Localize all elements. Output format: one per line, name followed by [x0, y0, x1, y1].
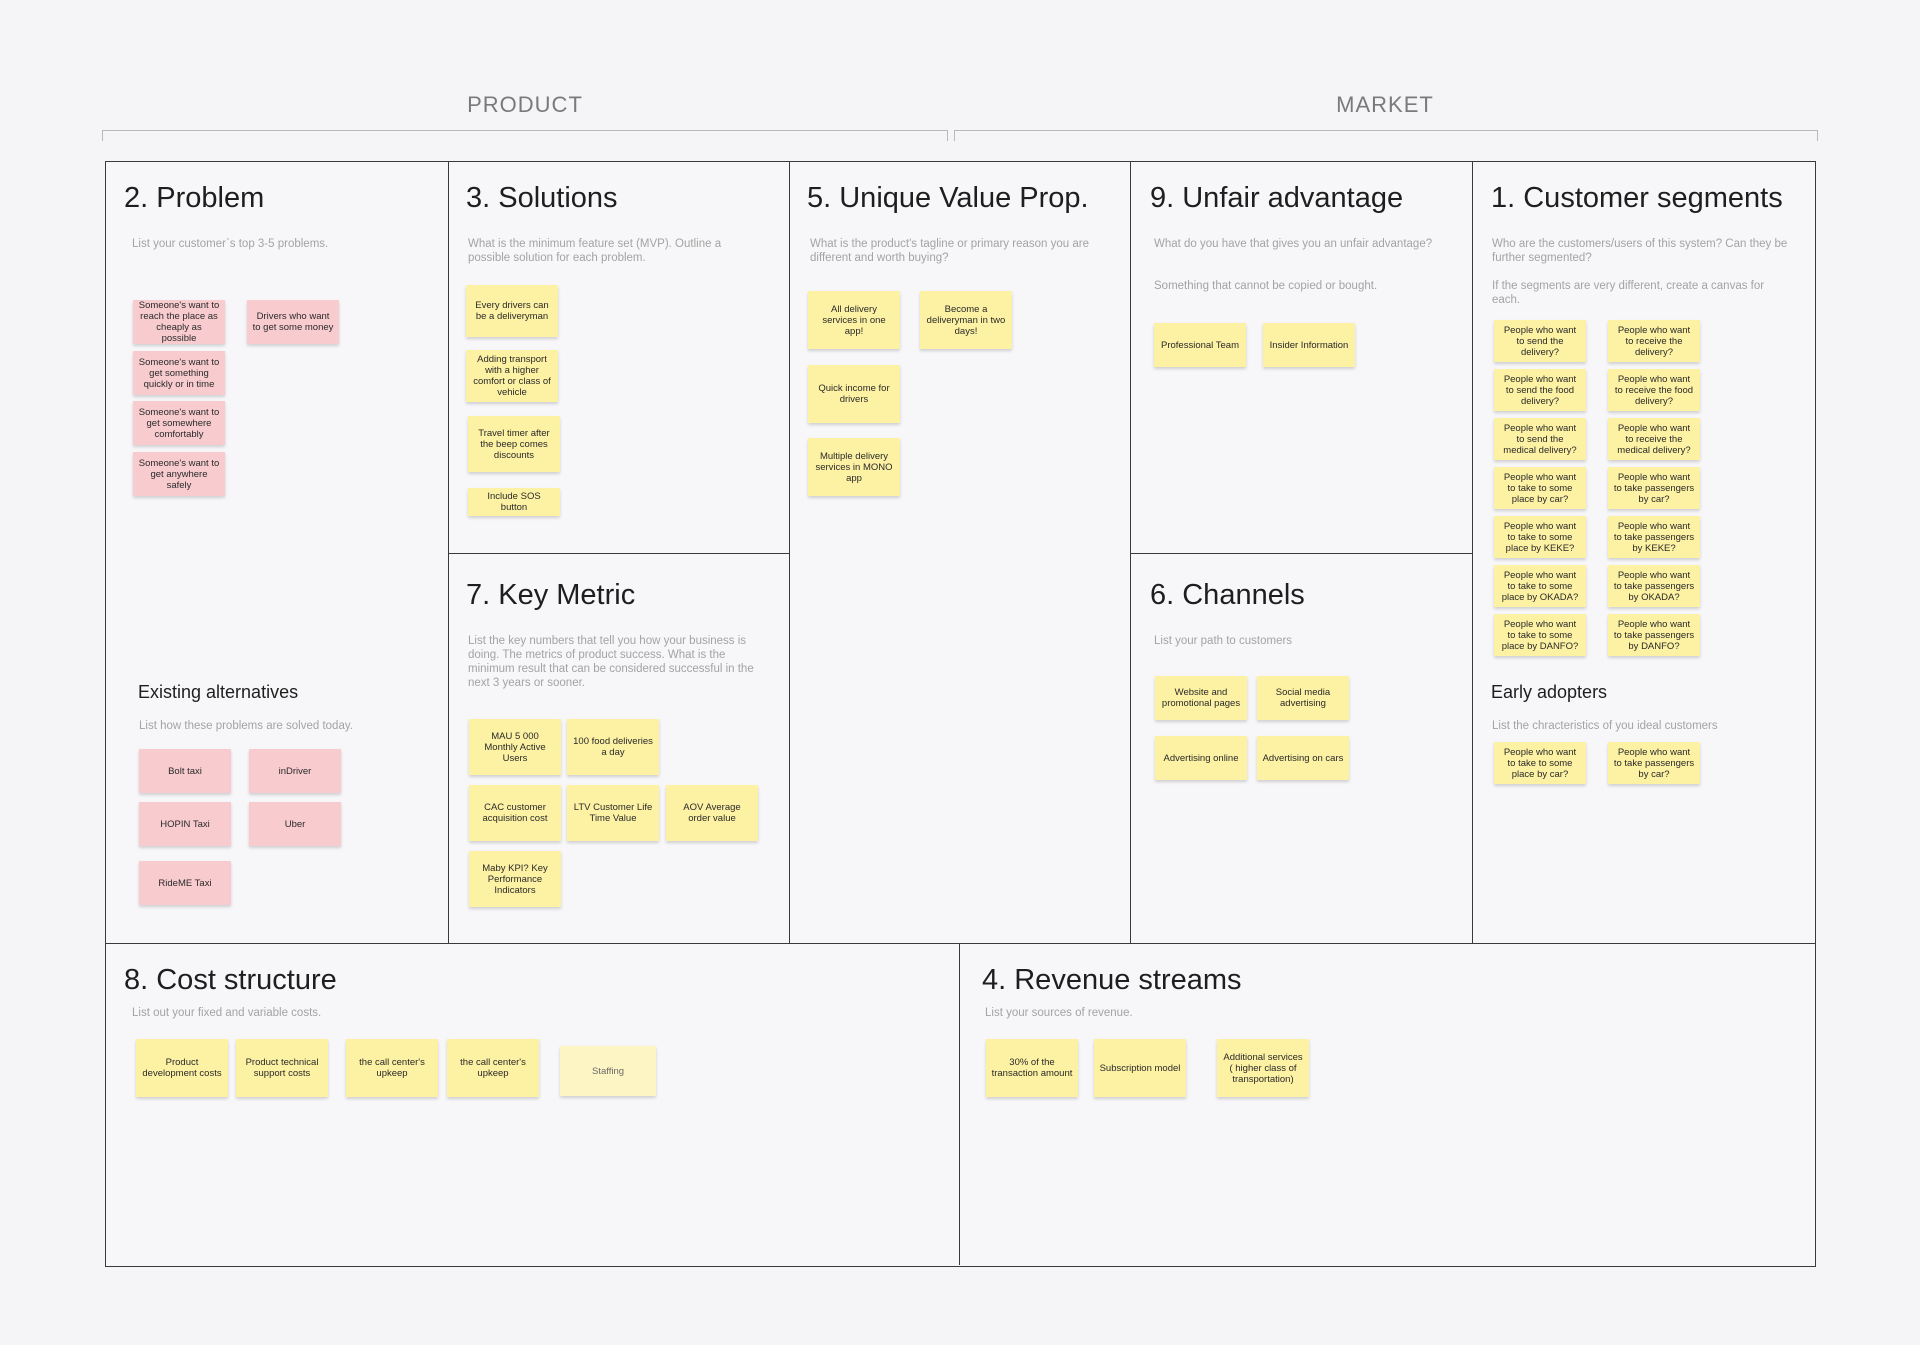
sticky-note[interactable]: Someone's want to get anywhere safely: [133, 452, 225, 496]
sticky-note[interactable]: People who want to receive the medical d…: [1608, 418, 1700, 460]
sticky-note[interactable]: Bolt taxi: [139, 749, 231, 793]
sticky-note[interactable]: Drivers who want to get some money: [247, 300, 339, 344]
key-metric-title: 7. Key Metric: [466, 579, 636, 611]
sticky-note[interactable]: Product technical support costs: [236, 1039, 328, 1097]
sticky-note[interactable]: People who want to take passengers by OK…: [1608, 565, 1700, 607]
sticky-note[interactable]: the call center's upkeep: [346, 1039, 438, 1097]
unfair-advantage-title: 9. Unfair advantage: [1150, 182, 1404, 214]
sticky-note[interactable]: People who want to send the delivery?: [1494, 320, 1586, 362]
unfair-advantage-description: What do you have that gives you an unfai…: [1154, 238, 1433, 250]
divider: [1130, 161, 1131, 944]
sticky-note[interactable]: Staffing: [560, 1046, 656, 1096]
divider: [105, 943, 1816, 944]
divider: [448, 161, 449, 944]
sticky-note[interactable]: Uber: [249, 802, 341, 846]
sticky-note[interactable]: Multiple delivery services in MONO app: [808, 438, 900, 496]
sticky-note[interactable]: Adding transport with a higher comfort o…: [466, 350, 558, 402]
sticky-note[interactable]: People who want to take passengers by KE…: [1608, 516, 1700, 558]
revenue-streams-title: 4. Revenue streams: [982, 964, 1242, 996]
problem-title: 2. Problem: [124, 182, 265, 214]
market-bracket: [954, 130, 1818, 141]
product-bracket: [102, 130, 948, 141]
sticky-note[interactable]: CAC customer acquisition cost: [469, 785, 561, 841]
sticky-note[interactable]: Advertising on cars: [1257, 736, 1349, 780]
sticky-note[interactable]: People who want to take to some place by…: [1494, 614, 1586, 656]
sticky-note[interactable]: Social media advertising: [1257, 676, 1349, 720]
early-adopters-title: Early adopters: [1491, 682, 1608, 702]
divider: [448, 553, 790, 554]
sticky-note[interactable]: Become a deliveryman in two days!: [920, 291, 1012, 349]
alternatives-title: Existing alternatives: [138, 682, 299, 702]
product-header: PRODUCT: [467, 92, 583, 117]
divider: [1472, 161, 1473, 944]
uvp-title: 5. Unique Value Prop.: [807, 182, 1089, 214]
cost-structure-title: 8. Cost structure: [124, 964, 337, 996]
sticky-note[interactable]: Someone's want to get somewhere comforta…: [133, 401, 225, 445]
sticky-note[interactable]: Travel timer after the beep comes discou…: [468, 416, 560, 472]
problem-description: List your customer`s top 3-5 problems.: [132, 238, 329, 250]
sticky-note[interactable]: People who want to take passengers by ca…: [1608, 742, 1700, 784]
sticky-note[interactable]: inDriver: [249, 749, 341, 793]
revenue-streams-description: List your sources of revenue.: [985, 1007, 1133, 1019]
sticky-note[interactable]: All delivery services in one app!: [808, 291, 900, 349]
sticky-note[interactable]: AOV Average order value: [666, 785, 758, 841]
sticky-note[interactable]: People who want to take to some place by…: [1494, 516, 1586, 558]
divider: [789, 161, 790, 944]
sticky-note[interactable]: Advertising online: [1155, 736, 1247, 780]
sticky-note[interactable]: Maby KPI? Key Performance Indicators: [469, 851, 561, 907]
sticky-note[interactable]: People who want to take passengers by ca…: [1608, 467, 1700, 509]
sticky-note[interactable]: People who want to send the medical deli…: [1494, 418, 1586, 460]
alternatives-description: List how these problems are solved today…: [139, 720, 353, 732]
sticky-note[interactable]: People who want to take to some place by…: [1494, 467, 1586, 509]
unfair-advantage-description-2: Something that cannot be copied or bough…: [1154, 280, 1378, 292]
sticky-note[interactable]: the call center's upkeep: [447, 1039, 539, 1097]
sticky-note[interactable]: Insider Information: [1263, 323, 1355, 367]
sticky-note[interactable]: People who want to receive the food deli…: [1608, 369, 1700, 411]
sticky-note[interactable]: People who want to send the food deliver…: [1494, 369, 1586, 411]
sticky-note[interactable]: MAU 5 000 Monthly Active Users: [469, 719, 561, 775]
sticky-note[interactable]: People who want to take passengers by DA…: [1608, 614, 1700, 656]
sticky-note[interactable]: Additional services ( higher class of tr…: [1217, 1039, 1309, 1097]
sticky-note[interactable]: HOPIN Taxi: [139, 802, 231, 846]
solutions-description: What is the minimum feature set (MVP). O…: [468, 238, 722, 264]
customer-segments-description-2: If the segments are very different, crea…: [1492, 280, 1765, 306]
sticky-note[interactable]: Include SOS button: [468, 488, 560, 516]
sticky-note[interactable]: Website and promotional pages: [1155, 676, 1247, 720]
divider: [1130, 553, 1472, 554]
sticky-note[interactable]: People who want to take to some place by…: [1494, 565, 1586, 607]
sticky-note[interactable]: Subscription model: [1094, 1039, 1186, 1097]
sticky-note[interactable]: RideME Taxi: [139, 861, 231, 905]
customer-segments-description: Who are the customers/users of this syst…: [1492, 238, 1788, 264]
solutions-title: 3. Solutions: [466, 182, 618, 214]
cost-structure-description: List out your fixed and variable costs.: [132, 1007, 322, 1019]
uvp-description: What is the product's tagline or primary…: [810, 238, 1089, 264]
channels-description: List your path to customers: [1154, 635, 1293, 647]
sticky-note[interactable]: People who want to receive the delivery?: [1608, 320, 1700, 362]
sticky-note[interactable]: Professional Team: [1154, 323, 1246, 367]
sticky-note[interactable]: Quick income for drivers: [808, 365, 900, 423]
sticky-note[interactable]: 30% of the transaction amount: [986, 1039, 1078, 1097]
sticky-note[interactable]: Product development costs: [136, 1039, 228, 1097]
sticky-note[interactable]: Someone's want to reach the place as che…: [133, 300, 225, 344]
market-header: MARKET: [1336, 92, 1434, 117]
sticky-note[interactable]: People who want to take to some place by…: [1494, 742, 1586, 784]
key-metric-description: List the key numbers that tell you how y…: [468, 635, 754, 689]
channels-title: 6. Channels: [1150, 579, 1305, 611]
sticky-note[interactable]: 100 food deliveries a day: [567, 719, 659, 775]
customer-segments-title: 1. Customer segments: [1491, 182, 1783, 214]
sticky-note[interactable]: Someone's want to get something quickly …: [133, 351, 225, 395]
early-adopters-description: List the chracteristics of you ideal cus…: [1492, 720, 1718, 732]
sticky-note[interactable]: Every drivers can be a deliveryman: [466, 285, 558, 337]
divider: [959, 944, 960, 1265]
sticky-note[interactable]: LTV Customer Life Time Value: [567, 785, 659, 841]
